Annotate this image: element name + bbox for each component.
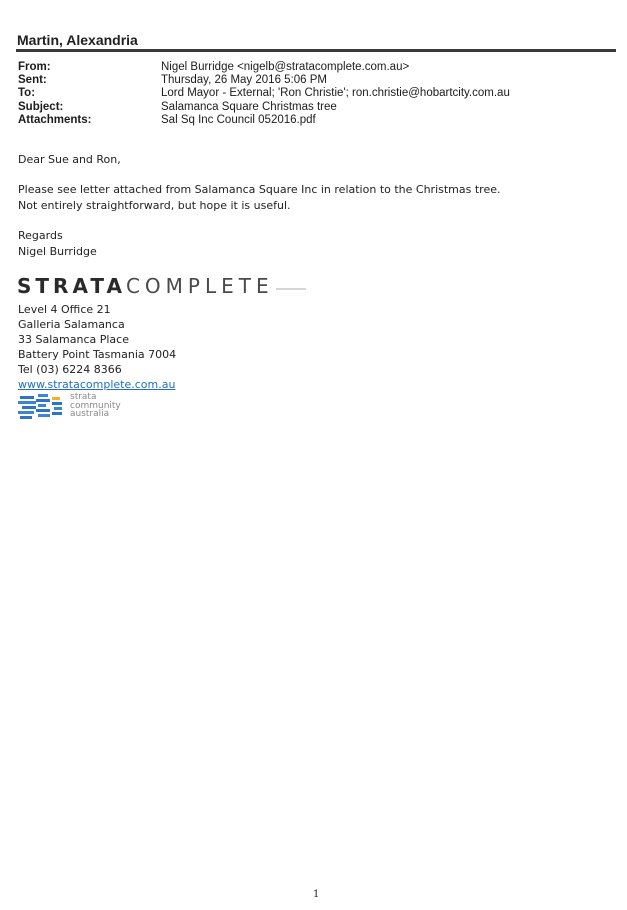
sender-name: Nigel Burridge [18, 245, 97, 258]
sign-off: Regards Nigel Burridge [18, 228, 501, 260]
sca-word: australia [70, 409, 110, 419]
sca-emblem-icon [18, 394, 62, 419]
header-row-attachments: Attachments: Sal Sq Inc Council 052016.p… [18, 114, 510, 127]
message-paragraph: Please see letter attached from Salamanc… [18, 182, 501, 214]
header-value: Salamanca Square Christmas tree [161, 100, 337, 113]
header-row-to: To: Lord Mayor - External; 'Ron Christie… [18, 87, 510, 100]
logo-tagline-mark [275, 287, 306, 290]
email-header: From: Nigel Burridge <nigelb@stratacompl… [18, 61, 510, 127]
greeting: Dear Sue and Ron, [18, 153, 121, 166]
closing: Regards [18, 229, 63, 242]
header-row-sent: Sent: Thursday, 26 May 2016 5:06 PM [18, 74, 510, 87]
phone: Tel (03) 6224 8366 [18, 363, 122, 376]
header-label: Subject: [18, 100, 64, 113]
signature-block: Level 4 Office 21 Galleria Salamanca 33 … [18, 302, 176, 392]
document-owner: Martin, Alexandria [17, 32, 138, 48]
address-line: Level 4 Office 21 [18, 303, 111, 316]
message-line: Not entirely straightforward, but hope i… [18, 199, 291, 212]
attachment-name: Sal Sq Inc Council 052016.pdf [161, 113, 316, 126]
header-label: Sent: [18, 74, 47, 87]
address-line: 33 Salamanca Place [18, 333, 129, 346]
header-rule [16, 49, 616, 52]
header-value: Thursday, 26 May 2016 5:06 PM [161, 74, 327, 87]
header-row-from: From: Nigel Burridge <nigelb@stratacompl… [18, 61, 510, 74]
address-line: Battery Point Tasmania 7004 [18, 348, 177, 361]
header-label: To: [18, 87, 36, 100]
logo-complete: COMPLETE [125, 274, 274, 298]
message-line: Please see letter attached from Salamanc… [18, 183, 501, 196]
website-link[interactable]: www.stratacomplete.com.au [18, 378, 176, 391]
address-line: Galleria Salamanca [18, 318, 125, 331]
logo-strata: STRATA [17, 274, 126, 298]
email-body: Dear Sue and Ron, Please see letter atta… [18, 152, 501, 260]
strata-complete-logo: STRATACOMPLETE [17, 274, 306, 298]
header-label: Attachments: [18, 113, 92, 126]
strata-community-australia-logo: strata community australia [18, 393, 121, 423]
page-number: 1 [313, 889, 320, 900]
header-value: Lord Mayor - External; 'Ron Christie'; r… [161, 87, 510, 100]
header-value: Nigel Burridge <nigelb@stratacomplete.co… [161, 61, 410, 73]
header-row-subject: Subject: Salamanca Square Christmas tree [18, 101, 510, 114]
sca-wordmark: strata community australia [70, 393, 121, 419]
header-label: From: [18, 61, 51, 73]
sca-word: community [70, 400, 121, 411]
sca-word: strata [70, 392, 97, 402]
